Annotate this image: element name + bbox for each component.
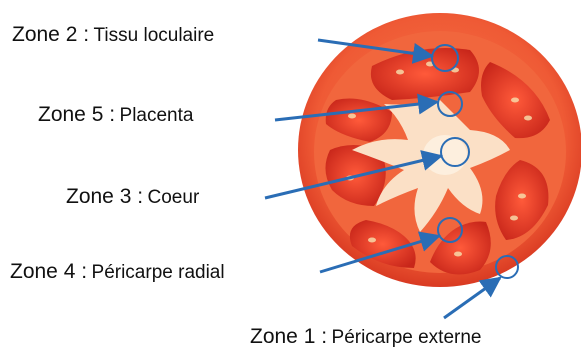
zone-description: Péricarpe radial — [92, 262, 225, 283]
label-zone-1: Zone 1 : Péricarpe externe — [250, 326, 481, 347]
zone-number: Zone 1 : — [250, 325, 327, 348]
zone-number: Zone 2 : — [12, 23, 89, 46]
label-zone-4: Zone 4 : Péricarpe radial — [10, 261, 225, 282]
zone-description: Coeur — [148, 187, 200, 208]
zone-description: Péricarpe externe — [332, 327, 482, 348]
zone-description: Placenta — [120, 105, 194, 126]
zone-number: Zone 3 : — [66, 185, 143, 208]
label-zone-5: Zone 5 : Placenta — [38, 104, 193, 125]
label-zone-2: Zone 2 : Tissu loculaire — [12, 24, 214, 45]
zone-description: Tissu loculaire — [94, 25, 215, 46]
zone-number: Zone 4 : — [10, 260, 87, 283]
zone-number: Zone 5 : — [38, 103, 115, 126]
label-zone-3: Zone 3 : Coeur — [66, 186, 199, 207]
